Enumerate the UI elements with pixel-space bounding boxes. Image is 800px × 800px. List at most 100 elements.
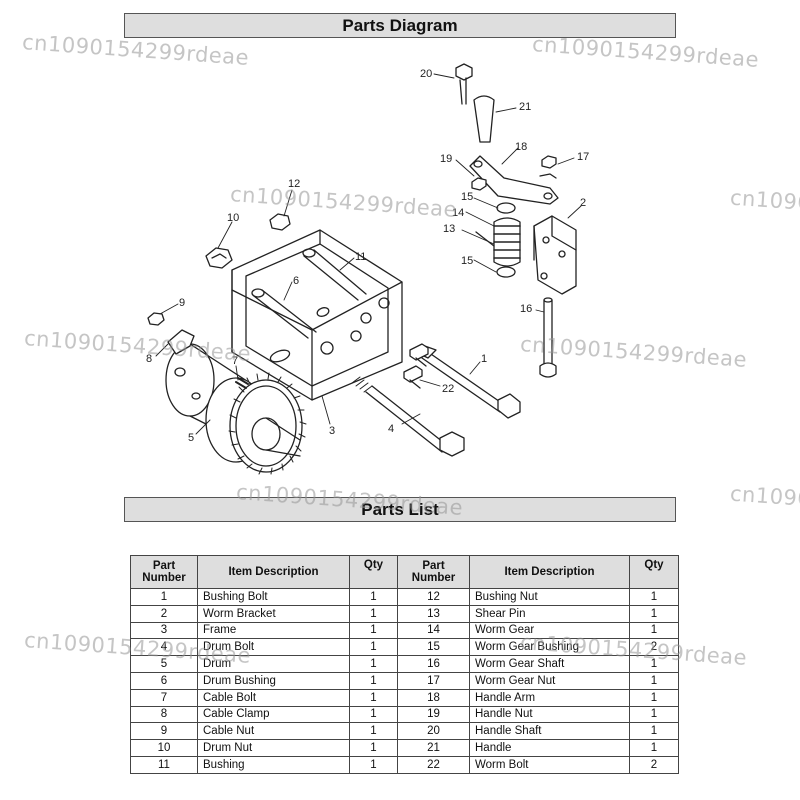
callout-2: 2 — [580, 197, 586, 209]
cell-item-description: Handle Arm — [469, 688, 630, 707]
callout-14: 14 — [452, 207, 464, 219]
cell-item-description: Worm Gear Nut — [469, 671, 630, 690]
cell-qty: 1 — [349, 722, 398, 741]
nut-parts — [147, 213, 291, 326]
cell-qty: 1 — [629, 722, 679, 741]
cell-part-number: 14 — [397, 621, 470, 640]
cell-part-number: 10 — [130, 739, 198, 757]
drum-gear-teeth — [228, 372, 307, 475]
callout-21: 21 — [519, 101, 531, 113]
cell-part-number: 19 — [397, 705, 470, 724]
cell-item-description: Bushing Bolt — [197, 588, 350, 606]
bushing-parts — [251, 248, 367, 339]
drum-part — [165, 343, 303, 473]
callout-10: 10 — [227, 212, 239, 224]
parts-diagram-title: Parts Diagram — [124, 13, 676, 38]
cell-item-description: Handle Nut — [469, 705, 630, 724]
cell-part-number: 8 — [130, 705, 198, 724]
cell-part-number: 18 — [397, 688, 470, 707]
worm-gear-shaft-part — [539, 297, 557, 378]
cell-item-description: Cable Bolt — [197, 688, 350, 707]
cell-item-description: Cable Clamp — [197, 705, 350, 724]
callout-15a: 15 — [461, 191, 473, 203]
cell-part-number: 5 — [130, 655, 198, 673]
callout-4: 4 — [388, 423, 394, 435]
header-item-description: Item Description — [469, 555, 630, 589]
cell-qty: 1 — [349, 755, 398, 774]
cell-part-number: 21 — [397, 739, 470, 757]
callout-17: 17 — [577, 151, 589, 163]
callout-18: 18 — [515, 141, 527, 153]
cell-item-description: Drum Nut — [197, 739, 350, 757]
callout-8: 8 — [146, 353, 152, 365]
handle-parts — [455, 63, 495, 143]
table-header-row: Part Number Item Description Qty Part Nu… — [130, 555, 679, 589]
worm-gear-part — [475, 202, 521, 278]
header-qty: Qty — [349, 555, 398, 589]
callout-5: 5 — [188, 432, 194, 444]
cell-item-description: Worm Bolt — [469, 755, 630, 774]
callout-1: 1 — [481, 353, 487, 365]
callout-22: 22 — [442, 383, 454, 395]
handle-arm-part — [469, 155, 559, 205]
cell-item-description: Handle Shaft — [469, 722, 630, 741]
callout-3: 3 — [329, 425, 335, 437]
callout-15b: 15 — [461, 255, 473, 267]
cell-qty: 1 — [629, 621, 679, 640]
cell-qty: 1 — [629, 739, 679, 757]
cell-part-number: 4 — [130, 638, 198, 657]
cell-part-number: 6 — [130, 671, 198, 690]
cell-part-number: 3 — [130, 621, 198, 640]
cell-qty: 1 — [629, 655, 679, 673]
cell-qty: 1 — [349, 604, 398, 623]
parts-diagram: 1 2 3 4 5 6 7 8 9 10 11 12 13 14 15 15 1… — [146, 63, 589, 475]
cell-part-number: 7 — [130, 688, 198, 707]
header-part-number: Part Number — [130, 555, 198, 589]
callout-13: 13 — [443, 223, 455, 235]
cell-part-number: 15 — [397, 638, 470, 657]
cell-item-description: Drum Bolt — [197, 638, 350, 657]
cell-part-number: 22 — [397, 755, 470, 774]
cell-part-number: 20 — [397, 722, 470, 741]
cell-qty: 1 — [349, 705, 398, 724]
cell-item-description: Drum — [197, 655, 350, 673]
header-part-number: Part Number — [397, 555, 470, 589]
cell-part-number: 11 — [130, 755, 198, 774]
cell-qty: 1 — [349, 621, 398, 640]
cell-part-number: 16 — [397, 655, 470, 673]
cell-item-description: Bushing Nut — [469, 588, 630, 606]
cell-part-number: 17 — [397, 671, 470, 690]
drum-bolt-part — [351, 376, 465, 457]
cell-item-description: Worm Gear Shaft — [469, 655, 630, 673]
cell-item-description: Handle — [469, 739, 630, 757]
cell-item-description: Bushing — [197, 755, 350, 774]
watermark: cn1090154299rdeae — [729, 481, 800, 511]
callout-20: 20 — [420, 68, 432, 80]
callout-6: 6 — [293, 275, 299, 287]
cell-qty: 1 — [629, 588, 679, 606]
callout-11: 11 — [355, 251, 366, 263]
cell-part-number: 9 — [130, 722, 198, 741]
bushing-bolt-part — [421, 344, 521, 419]
parts-table: Part Number Item Description Qty Part Nu… — [130, 555, 679, 774]
cell-qty: 1 — [349, 588, 398, 606]
cell-part-number: 2 — [130, 604, 198, 623]
cell-qty: 1 — [349, 655, 398, 673]
cell-item-description: Cable Nut — [197, 722, 350, 741]
callout-16: 16 — [520, 303, 532, 315]
callout-9: 9 — [179, 297, 185, 309]
worm-bracket-part — [533, 215, 577, 295]
header-item-description: Item Description — [197, 555, 350, 589]
callout-19: 19 — [440, 153, 452, 165]
cell-qty: 1 — [629, 705, 679, 724]
cell-qty: 1 — [349, 739, 398, 757]
